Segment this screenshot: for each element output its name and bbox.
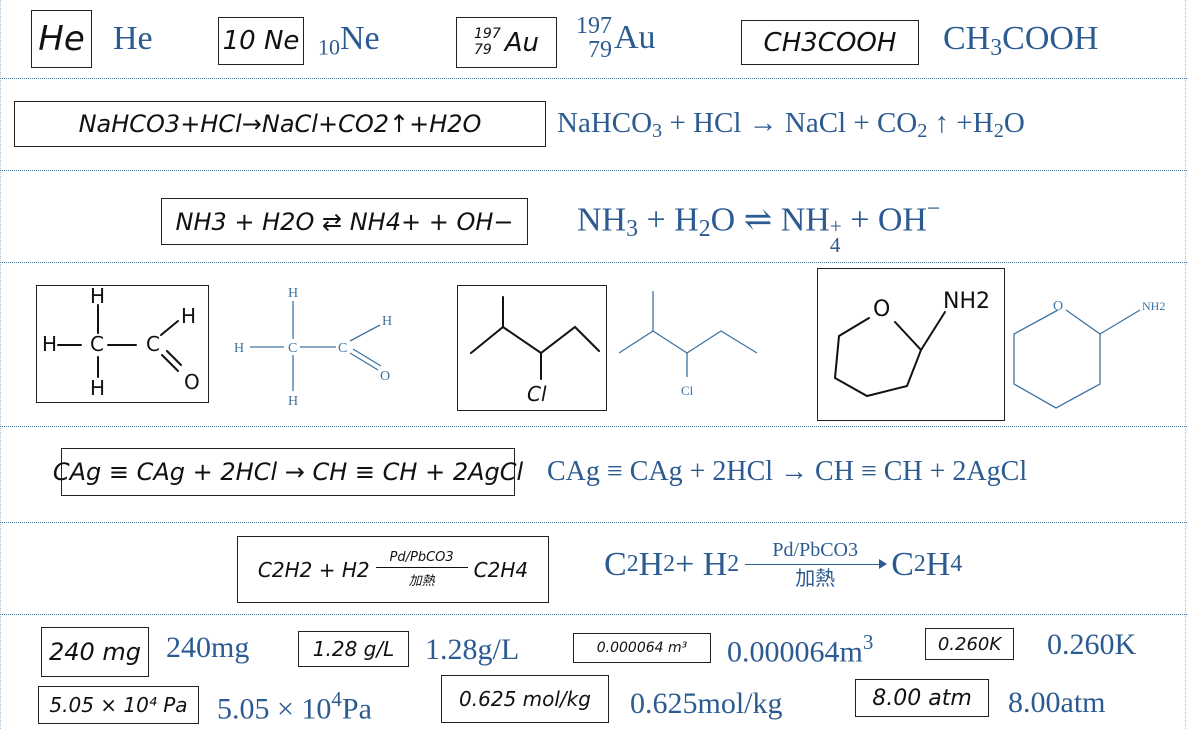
typeset-240mg: 240mg <box>166 631 250 664</box>
typeset-0-625molkg: 0.625mol/kg <box>630 687 783 720</box>
typeset-equation-2: NH3 + H2O ⇌ NH+4 + OH− <box>577 196 941 258</box>
handwritten-equation-4: C2H2 + H2 Pd/PbCO3 加熱 C2H4 <box>237 536 549 603</box>
mol3b-nh2: NH2 <box>1142 299 1165 313</box>
typeset-equation-3: CAg ≡ CAg + 2HCl → CH ≡ CH + 2AgCl <box>547 456 1028 487</box>
handwritten-chloroalkane-structure: Cl <box>470 296 600 406</box>
mol1-h-bottom: H <box>90 376 105 400</box>
typeset-pressure-pa: 5.05 × 104Pa <box>217 687 372 726</box>
mol1-c1: C <box>90 332 104 356</box>
handwritten-ne: 10 Ne <box>218 17 304 65</box>
mol1b-h-right: H <box>382 314 392 329</box>
handwritten-0-260k: 0.260K <box>925 628 1014 660</box>
mol1-c2: C <box>146 332 160 356</box>
mol3-o: O <box>873 297 890 322</box>
handwritten-8-00atm: 8.00 atm <box>855 679 989 717</box>
typeset-0-000064m3: 0.000064m3 <box>727 630 874 669</box>
mol2b-cl: Cl <box>681 383 694 398</box>
mol1b-h-left: H <box>234 341 244 356</box>
mol1-h-left: H <box>42 332 57 356</box>
mol1b-h-top: H <box>288 286 298 301</box>
mol1b-c2: C <box>338 341 347 356</box>
handwritten-he: He <box>31 10 92 68</box>
mol1-h-top: H <box>90 284 105 308</box>
handwritten-240mg: 240 mg <box>41 627 149 677</box>
handwritten-1-28gl: 1.28 g/L <box>298 631 409 667</box>
row-divider <box>0 78 1187 79</box>
typeset-he: He <box>113 20 153 57</box>
handwritten-equation-2: NH3 + H2O ⇄ NH4+ + OH− <box>161 198 528 245</box>
typeset-acetic-acid: CH3COOH <box>943 20 1099 61</box>
row-divider <box>0 170 1187 171</box>
mol1b-h-bottom: H <box>288 394 298 409</box>
row-divider <box>0 426 1187 427</box>
handwritten-acetaldehyde-structure: H H C C H O H <box>42 284 200 400</box>
typeset-aminopyran-structure: O NH2 <box>1013 299 1165 409</box>
handwritten-equation-3: CAg ≡ CAg + 2HCl → CH ≡ CH + 2AgCl <box>53 448 523 496</box>
mol2-cl: Cl <box>527 382 547 406</box>
row-divider <box>0 614 1187 615</box>
handwritten-equation-1: NaHCO3+HCl→NaCl+CO2↑+H2O <box>14 101 546 147</box>
mol3-nh2: NH2 <box>943 289 990 314</box>
row-divider <box>0 522 1187 523</box>
typeset-acetaldehyde-structure: H H C C H O H <box>234 286 392 409</box>
typeset-1-28gl: 1.28g/L <box>425 633 520 666</box>
left-edge <box>0 0 1 729</box>
mol1b-c1: C <box>288 341 297 356</box>
mol1b-o: O <box>380 369 390 384</box>
right-edge <box>1185 0 1186 729</box>
mol3b-o: O <box>1053 299 1063 314</box>
mol1-h-right: H <box>181 304 196 328</box>
handwritten-aminopyran-structure: O NH2 <box>833 289 990 398</box>
row-divider <box>0 262 1187 263</box>
typeset-chloroalkane-structure: Cl <box>618 291 758 398</box>
handwritten-0-000064m3: 0.000064 m³ <box>573 633 711 663</box>
typeset-ne: 10Ne <box>318 20 380 60</box>
typeset-8-00atm: 8.00atm <box>1008 686 1106 719</box>
handwritten-pressure-pa: 5.05 × 10⁴ Pa <box>38 686 199 724</box>
typeset-0-260k: 0.260K <box>1047 628 1137 661</box>
handwritten-aminopyran-box <box>817 268 1005 421</box>
handwritten-0-625molkg: 0.625 mol/kg <box>441 675 609 723</box>
mol1-o: O <box>184 370 200 394</box>
typeset-equation-1: NaHCO3 + HCl → NaCl + CO2 ↑ +H2O <box>557 107 1025 143</box>
handwritten-acetic-acid: CH3COOH <box>741 20 919 65</box>
